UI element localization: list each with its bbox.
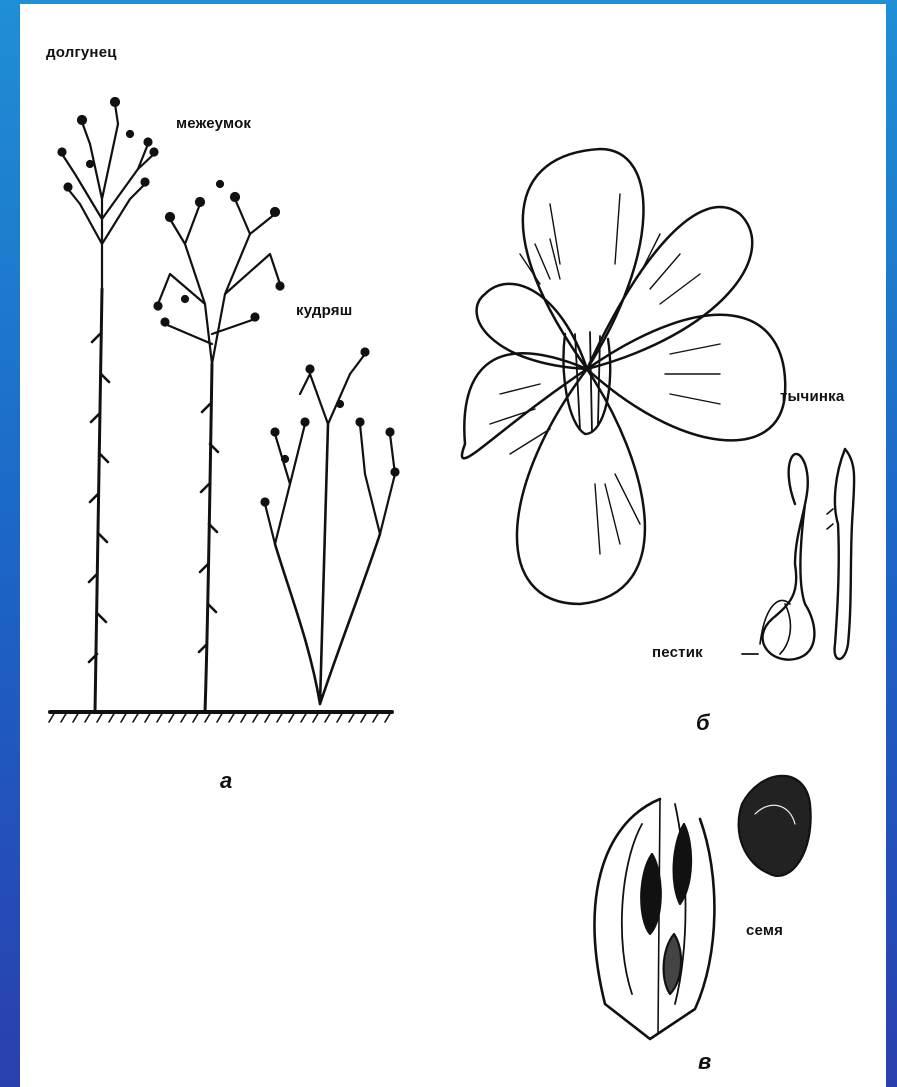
flax-flower bbox=[462, 149, 785, 604]
label-kudryash: кудряш bbox=[296, 302, 352, 319]
panel-letter-b: б bbox=[696, 710, 710, 736]
plant-mezheumok bbox=[155, 181, 284, 712]
label-dolgunets: долгунец bbox=[46, 44, 117, 61]
ground-line bbox=[49, 712, 392, 722]
panel-letter-a: а bbox=[220, 768, 232, 794]
plant-kudryash bbox=[262, 349, 399, 705]
seed-capsule bbox=[594, 799, 714, 1039]
flax-seed bbox=[739, 776, 811, 876]
diagram-panel: долгунец межеумок кудряш тычинка пестик … bbox=[20, 4, 886, 1087]
label-tychinka: тычинка bbox=[780, 388, 844, 405]
pistil-and-stamen bbox=[742, 449, 854, 660]
plant-dolgunets bbox=[59, 98, 158, 712]
label-mezheumok: межеумок bbox=[176, 115, 251, 132]
label-pestik: пестик bbox=[652, 644, 703, 661]
label-semya: семя bbox=[746, 922, 783, 939]
panel-letter-v: в bbox=[698, 1049, 711, 1075]
